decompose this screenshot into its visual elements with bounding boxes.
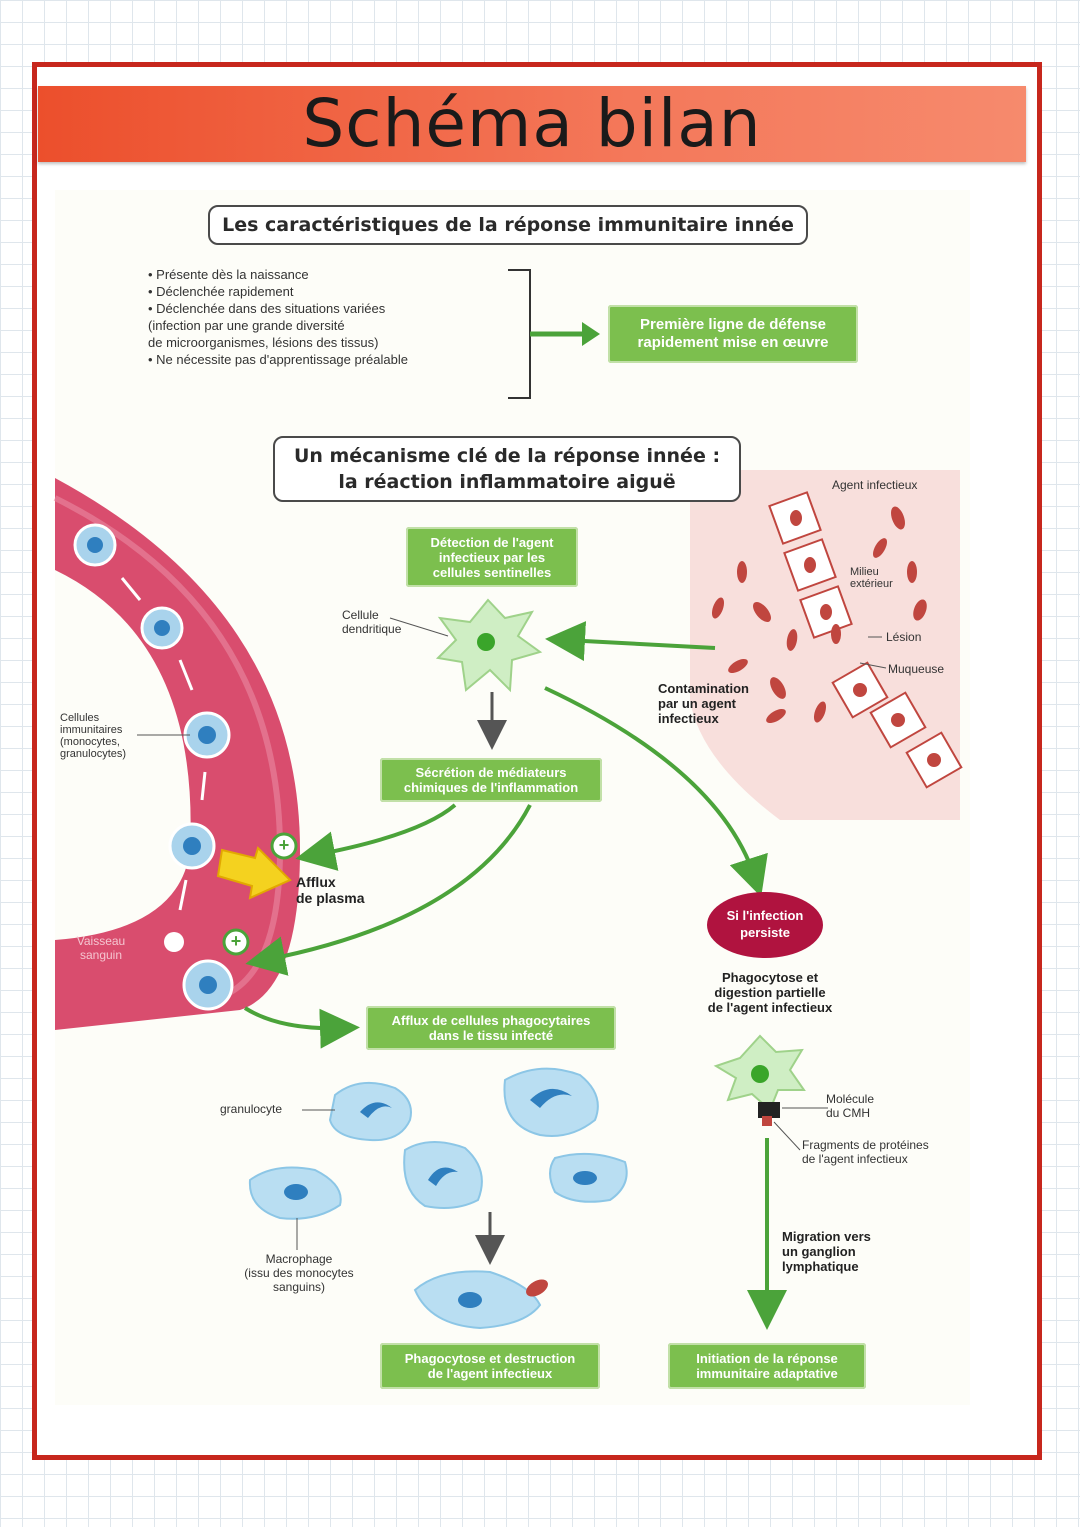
afflux-cells-box: Afflux de cellules phagocytaires dans le… <box>366 1006 616 1050</box>
label-contamination: Contamination par un agent infectieux <box>658 681 749 726</box>
plus-sign: + <box>278 835 290 855</box>
page-title: Schéma bilan <box>302 85 762 162</box>
persist-ellipse <box>707 892 823 958</box>
label-dendritic-cell: Cellule dendritique <box>342 608 402 636</box>
title-bar: Schéma bilan <box>38 86 1026 162</box>
plasma-arrow <box>216 846 292 900</box>
phagocytose-box: Phagocytose et destruction de l'agent in… <box>380 1343 600 1389</box>
bacteria <box>711 506 927 723</box>
list-item: • Présente dès la naissance <box>148 267 309 282</box>
first-line-box: Première ligne de défense rapidement mis… <box>608 305 858 363</box>
label-lesion: Lésion <box>886 630 922 644</box>
label-muqueuse: Muqueuse <box>888 662 945 676</box>
label-agent-infectieux: Agent infectieux <box>832 478 918 492</box>
secretion-box: Sécrétion de médiateurs chimiques de l'i… <box>380 758 602 802</box>
detection-box: Détection de l'agent infectieux par les … <box>406 527 578 587</box>
initiation-box: Initiation de la réponse immunitaire ada… <box>668 1343 866 1389</box>
label-granulocyte: granulocyte <box>220 1102 283 1116</box>
label-migration: Migration vers un ganglion lymphatique <box>782 1229 871 1274</box>
label-vessel: Vaisseau sanguin <box>76 934 126 962</box>
label-fragments: Fragments de protéines de l'agent infect… <box>802 1138 929 1166</box>
header-box: Les caractéristiques de la réponse immun… <box>208 205 808 245</box>
list-item: • Déclenchée dans des situations variées <box>148 301 386 316</box>
list-item: • Déclenchée rapidement <box>148 284 294 299</box>
mechanism-box: Un mécanisme clé de la réponse innée : l… <box>273 436 741 502</box>
persist-label: Si l'infection persiste <box>726 908 804 940</box>
label-milieu-exterieur: Milieu extérieur <box>850 566 893 590</box>
list-item: • Ne nécessite pas d'apprentissage préal… <box>148 352 408 367</box>
plus-sign: + <box>230 931 242 951</box>
blood-vessel <box>55 478 300 1030</box>
bracket <box>508 269 531 399</box>
label-immune-cells: Cellules immunitaires (monocytes, granul… <box>60 712 127 760</box>
list-item: de microorganismes, lésions des tissus) <box>148 335 379 350</box>
list-item: (infection par une grande diversité <box>148 318 345 333</box>
label-mhc: Molécule du CMH <box>826 1092 875 1120</box>
label-afflux-plasma: Afflux de plasma <box>296 874 365 906</box>
label-macrophage: Macrophage (issu des monocytes sanguins) <box>244 1252 354 1294</box>
characteristics-list: • Présente dès la naissance • Déclenchée… <box>148 266 498 368</box>
label-phagocytose-digestion: Phagocytose et digestion partielle de l'… <box>707 970 833 1015</box>
arrow-to-dendritic <box>545 621 716 662</box>
